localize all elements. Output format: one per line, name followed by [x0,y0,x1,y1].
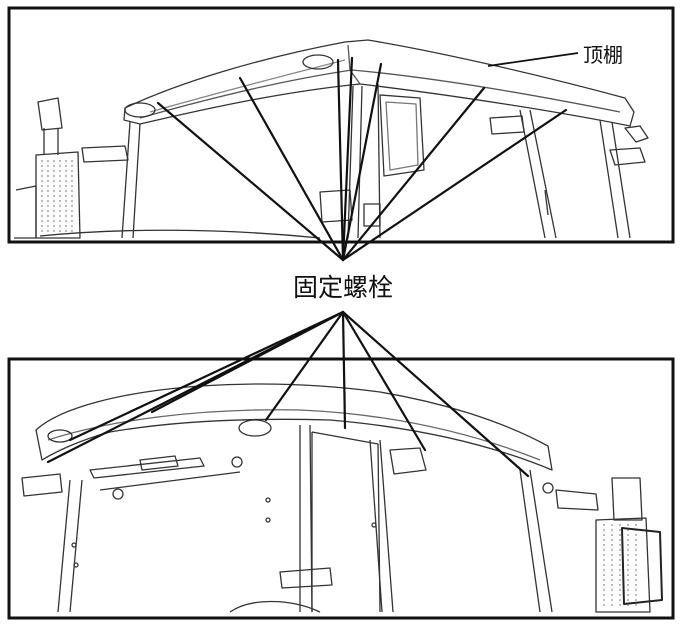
bolts-label: 固定螺栓 [293,273,393,302]
leader-bottom-4 [264,310,345,422]
leader-top-6 [341,86,486,262]
leader-top-5 [341,62,383,262]
roof-label: 顶棚 [583,43,623,67]
leader-bottom-3 [150,310,345,414]
bolt-leader-lines [46,56,568,478]
roof-leader-line [487,52,579,67]
bottom-panel [7,357,675,620]
leader-bottom-2 [68,310,345,442]
leader-bottom-6 [341,310,427,452]
leader-top-4 [341,56,354,262]
bottom-panel-frame [7,357,675,620]
leader-top-3 [336,58,345,262]
leader-top-7 [341,108,568,262]
leader-top-2 [238,76,345,262]
top-cab-drawing [14,39,649,239]
leader-bottom-5 [341,310,347,430]
bottom-cab-drawing [21,383,663,613]
leader-bottom-7 [341,310,530,478]
leader-top-1 [156,101,345,262]
